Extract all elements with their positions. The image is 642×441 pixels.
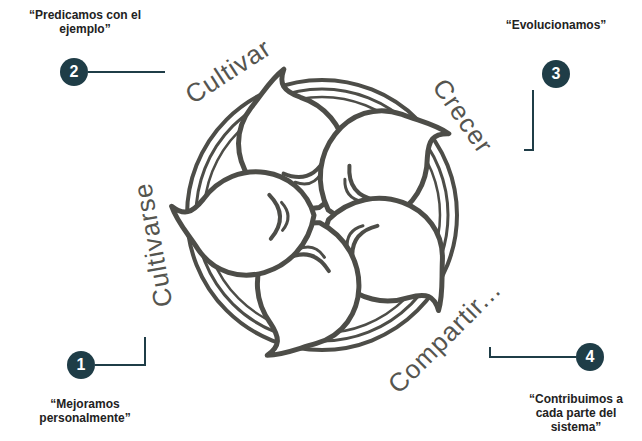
quote-text: “Evolucionamos” xyxy=(491,18,621,32)
quote-text: “Predicamos con el ejemplo” xyxy=(20,8,150,36)
quote-text: “Contribuimos a cada parte del sistema” xyxy=(521,392,631,434)
ring-word: Cultivarse xyxy=(127,181,178,310)
callout-number: 2 xyxy=(60,58,88,86)
callout-number: 3 xyxy=(542,60,570,88)
leader-lines xyxy=(88,72,576,365)
callout-number: 4 xyxy=(576,343,604,371)
callout-number: 1 xyxy=(67,351,95,379)
quote-text: “Mejoramos personalmente” xyxy=(25,397,145,425)
